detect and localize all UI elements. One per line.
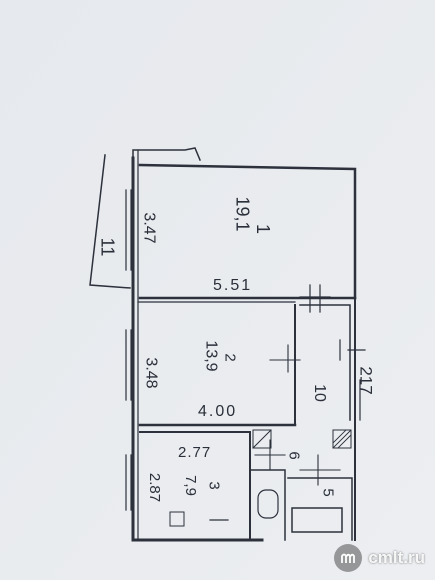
bath-room-outline (249, 469, 286, 541)
room3-area: 7,9 (181, 475, 199, 496)
room2-number: 2 (221, 353, 239, 362)
toilet (257, 489, 279, 519)
watermark: cmlt.ru (334, 544, 425, 572)
window-room3 (125, 454, 132, 511)
room5-number: 5 (319, 488, 337, 497)
room10-outline (299, 304, 351, 421)
cmlt-logo-icon (334, 544, 363, 572)
room3-outline (139, 431, 251, 541)
room2-width-label: 4.00 (198, 403, 238, 420)
window-room1 (125, 189, 132, 271)
top-wall (138, 163, 357, 300)
bathtub (291, 507, 343, 533)
window-room2 (125, 329, 132, 401)
room3-height-label: 2.87 (146, 472, 164, 503)
room3-width-label: 2.77 (178, 444, 212, 461)
balcony-label: 11 (97, 237, 118, 257)
room1-width-label: 5.51 (213, 277, 253, 294)
balcony-outline (89, 154, 131, 289)
outer-wall (131, 156, 264, 542)
room6-number: 6 (285, 451, 303, 460)
room1-number: 1 (253, 223, 274, 235)
room1-height-label: 3.47 (140, 212, 158, 244)
room1-area: 19,1 (232, 196, 253, 232)
room2-height-label: 3.48 (142, 357, 160, 389)
room2-area: 13,9 (202, 340, 220, 372)
watermark-text: cmlt.ru (368, 548, 425, 567)
room10-number: 10 (310, 384, 328, 402)
east-mark-label: 217 (356, 366, 376, 395)
room3-number: 3 (205, 481, 223, 490)
